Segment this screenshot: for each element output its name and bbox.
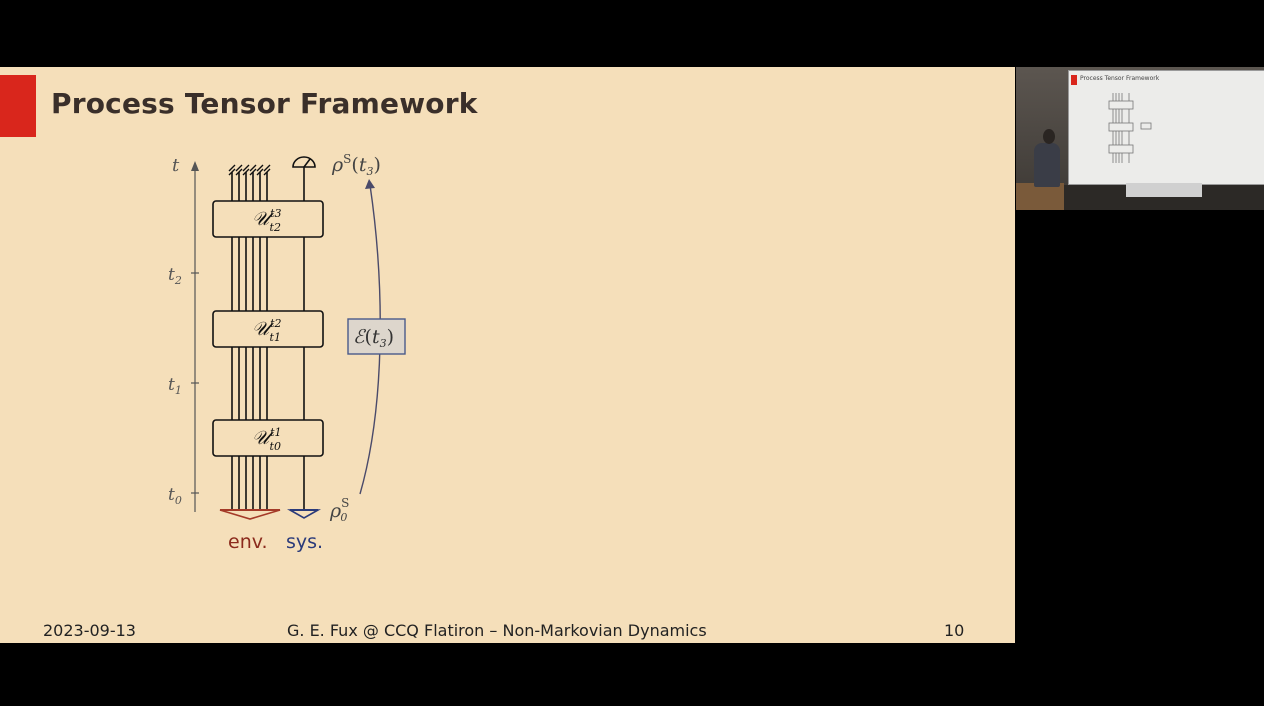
env-label: env. — [228, 531, 268, 553]
unitary-boxes — [212, 200, 324, 457]
presentation-slide: Process Tensor Framework t t2 t1 t0 — [0, 67, 1015, 643]
footer-page-number: 10 — [944, 621, 965, 640]
time-axis-arrow — [191, 161, 199, 171]
camera-screen-diagram — [1108, 93, 1152, 163]
camera-screen-accent — [1071, 75, 1077, 85]
env-initial-state — [219, 509, 281, 520]
unitary-box-t1-t0 — [212, 419, 324, 457]
slide-title: Process Tensor Framework — [51, 87, 478, 120]
unitary-box-t3-t2 — [212, 200, 324, 238]
process-tensor-diagram: t t2 t1 t0 — [168, 152, 406, 553]
time-axis-label: t — [172, 155, 180, 176]
trace-markers — [228, 164, 271, 176]
measurement-icon — [292, 156, 316, 168]
sys-initial-state — [286, 509, 322, 519]
speaker-body — [1034, 143, 1060, 187]
channel-arrow-head — [365, 179, 375, 189]
title-accent-bar — [0, 75, 36, 137]
tick-label-t1: t1 — [168, 375, 182, 397]
tick-label-t0: t0 — [168, 485, 182, 507]
footer-author-talk: G. E. Fux @ CCQ Flatiron – Non-Markovian… — [287, 621, 707, 640]
sys-label: sys. — [286, 531, 323, 553]
speaker-head — [1043, 129, 1055, 144]
camera-desk — [1016, 183, 1064, 210]
tick-label-t2: t2 — [168, 265, 182, 287]
output-state-label: ρS(t3) — [331, 152, 381, 178]
camera-projected-screen: Process Tensor Framework — [1068, 70, 1264, 185]
channel-label: ℰ(t3) — [353, 326, 394, 350]
speaker-camera-feed: Process Tensor Framework — [1016, 67, 1264, 210]
footer-date: 2023-09-13 — [43, 621, 136, 640]
camera-screen-title: Process Tensor Framework — [1080, 75, 1160, 82]
camera-screen-stand — [1126, 183, 1202, 197]
unitary-box-t2-t1 — [212, 310, 324, 348]
channel-box — [347, 318, 406, 355]
